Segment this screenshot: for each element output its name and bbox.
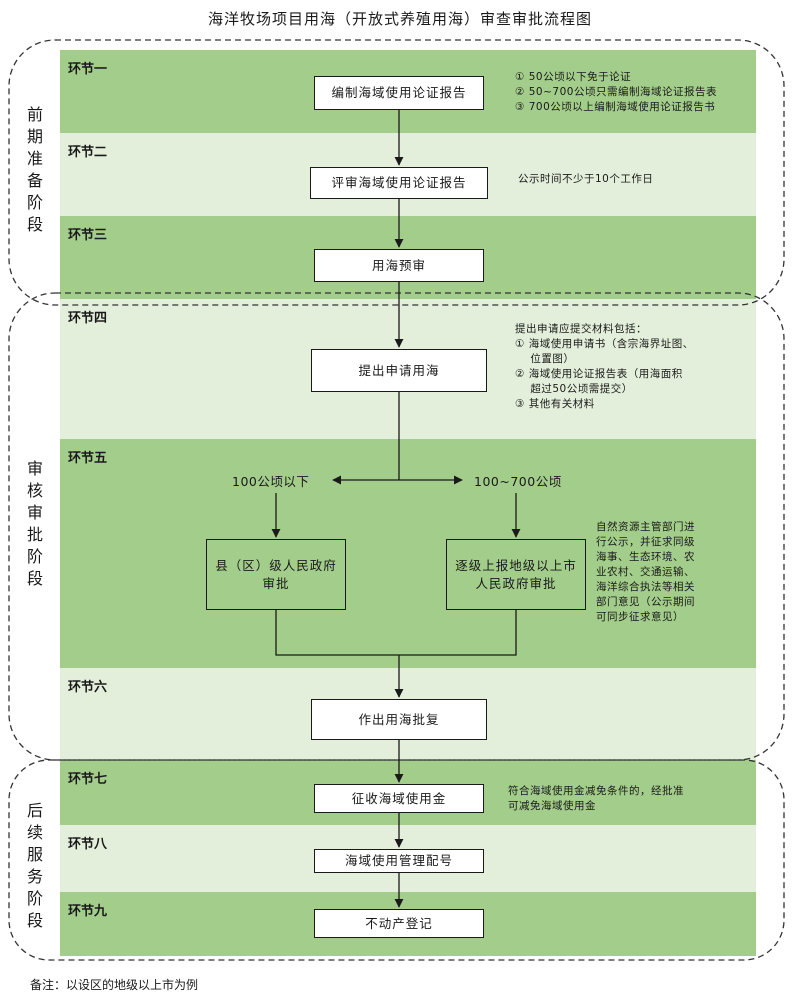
phase-outline-1 xyxy=(8,39,785,306)
stage-label-6: 环节六 xyxy=(68,680,108,695)
note-stage-5: 自然资源主管部门进行公示，并征求同级海事、生态环境、农业农村、交通运输、海洋综合… xyxy=(596,521,695,623)
note-stage-7: 符合海域使用金减免条件的，经批准可减免海域使用金 xyxy=(508,785,684,812)
stage-label-9: 环节九 xyxy=(68,904,108,919)
step-collect-fee: 征收海域使用金 xyxy=(314,784,484,813)
city-approval-line-2: 人民政府审批 xyxy=(475,575,557,591)
phase-name-prep: 前期准备阶段 xyxy=(26,105,43,234)
band-stage-5 xyxy=(60,439,756,668)
branch-label-100-700: 100~700公顷 xyxy=(474,474,562,489)
phase-outline-2 xyxy=(8,292,785,761)
stage-label-2: 环节二 xyxy=(68,145,108,160)
phase-name-followup: 后续服务阶段 xyxy=(26,801,43,930)
diagram-title: 海洋牧场项目用海（开放式养殖用海）审查审批流程图 xyxy=(207,10,592,28)
step-pre-review: 用海预审 xyxy=(314,249,484,282)
step-issue-approval: 作出用海批复 xyxy=(311,699,487,740)
county-approval-line-1: 县（区）级人民政府 xyxy=(215,557,337,573)
stage-label-7: 环节七 xyxy=(68,772,108,787)
phase-name-review: 审核审批阶段 xyxy=(26,459,43,588)
step-city-approval: 逐级上报地级以上市 人民政府审批 xyxy=(446,539,586,610)
stage-label-5: 环节五 xyxy=(68,451,108,466)
stage-label-8: 环节八 xyxy=(68,837,108,852)
stage-label-4: 环节四 xyxy=(68,311,108,326)
note-stage-2: 公示时间不少于10个工作日 xyxy=(518,173,654,185)
step-apply: 提出申请用海 xyxy=(311,349,487,392)
footnote: 备注：以设区的地级以上市为例 xyxy=(30,978,199,992)
city-approval-line-1: 逐级上报地级以上市 xyxy=(455,557,577,573)
step-property-registration: 不动产登记 xyxy=(314,909,484,938)
step-review-report: 评审海域使用论证报告 xyxy=(310,167,488,199)
step-compile-report: 编制海域使用论证报告 xyxy=(314,76,484,110)
note-stage-4: 提出申请应提交材料包括：① 海域使用申请书（含宗海界址图、 位置图）② 海域使用… xyxy=(515,323,694,410)
merge-line xyxy=(275,610,517,656)
step-county-approval: 县（区）级人民政府 审批 xyxy=(206,539,346,610)
step-assign-number: 海域使用管理配号 xyxy=(314,849,484,873)
branch-label-under-100: 100公顷以下 xyxy=(232,474,310,489)
stage-label-1: 环节一 xyxy=(68,62,108,77)
county-approval-line-2: 审批 xyxy=(262,575,290,591)
stage-label-3: 环节三 xyxy=(68,228,108,243)
